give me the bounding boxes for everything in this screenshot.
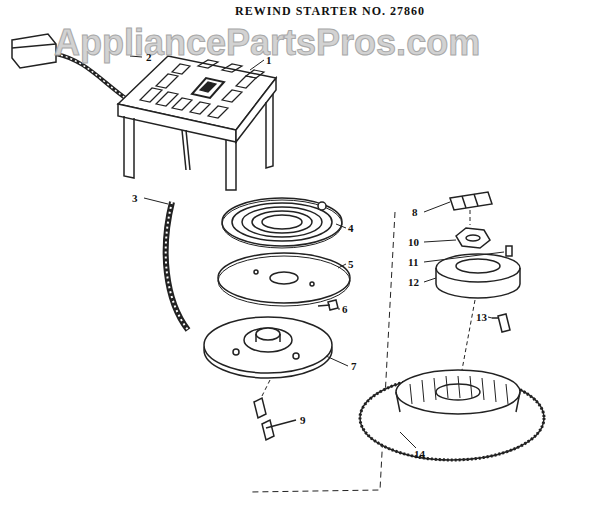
callout-number: 11 — [408, 256, 418, 268]
callout-number: 14 — [414, 448, 425, 460]
callout-number: 6 — [342, 303, 348, 315]
callout-number: 9 — [300, 414, 306, 426]
callout-number: 10 — [408, 236, 419, 248]
callout-number: 13 — [476, 311, 487, 323]
callout-number: 5 — [348, 258, 354, 270]
callout-number: 3 — [132, 192, 138, 204]
callout-number: 7 — [351, 360, 357, 372]
callout-number: 2 — [146, 51, 152, 63]
diagram-title: REWIND STARTER NO. 27860 — [235, 4, 425, 19]
callout-number: 1 — [266, 54, 272, 66]
callout-number: 12 — [408, 276, 419, 288]
callout-number: 8 — [412, 206, 418, 218]
callout-number: 4 — [348, 222, 354, 234]
